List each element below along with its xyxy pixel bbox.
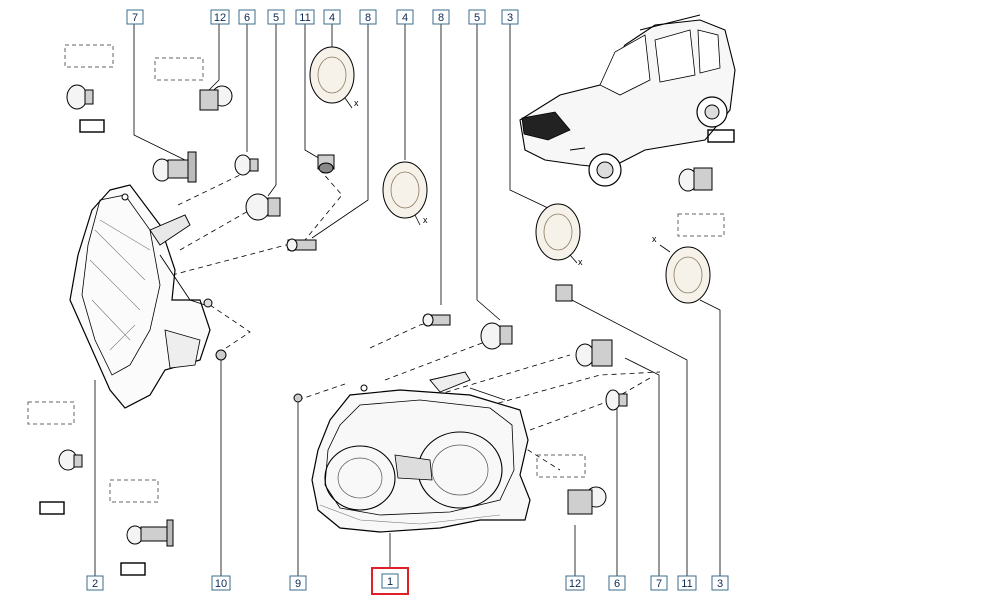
callout-label: 2: [92, 578, 98, 590]
callout-labels: 7 12 6 5 11 4 8 4 8 5 3 2 10 9 1 12: [86, 9, 729, 595]
callout-label: 12: [214, 12, 226, 24]
callout-label: 3: [507, 12, 513, 24]
bulb-h4-right: [575, 339, 613, 367]
bulb-12-bottom: [567, 486, 607, 515]
socket-8: [286, 238, 317, 252]
callout-label: 10: [215, 578, 227, 590]
bulb-py21w-5-right: [480, 322, 513, 350]
callout-label: 6: [244, 12, 250, 24]
socket-8-right: [422, 313, 451, 327]
callout-label: 7: [656, 578, 662, 590]
right-headlamp-front-view: [311, 371, 531, 533]
callout-label: 6: [614, 578, 620, 590]
highlight-frame: [371, 567, 409, 595]
lens-cover-3-right: x: [652, 234, 711, 304]
bulb-12-top: [199, 85, 233, 111]
axis-mark-x: x: [423, 215, 428, 225]
callout-label: 11: [681, 578, 692, 590]
bulb-7-top: [66, 84, 94, 110]
bulb-holder-11: [317, 154, 335, 174]
callout-label: 11: [299, 12, 310, 24]
callout-label: 9: [295, 578, 301, 590]
lens-cover-4-top: x: [309, 46, 359, 109]
placeholder-boxes: [27, 44, 725, 503]
axis-mark-x: x: [652, 234, 657, 244]
bulb-h4-car-side: [678, 167, 713, 192]
left-headlamp-rear-view: [69, 184, 213, 409]
callout-label: 8: [365, 12, 371, 24]
callout-label: 5: [273, 12, 279, 24]
axis-mark-x: x: [578, 257, 583, 267]
leader-lines: [94, 24, 721, 578]
callout-label: 3: [717, 578, 723, 590]
callout-label: 7: [132, 12, 138, 24]
bulb-holder-11-right: [555, 284, 573, 302]
bulb-h7-left-bottom: [126, 519, 174, 547]
callout-label-highlighted: 1: [387, 576, 393, 588]
bulb-w5w-6: [234, 154, 259, 176]
outline-boxes: [39, 119, 735, 576]
lens-cover-3-middle: x: [535, 203, 583, 267]
callout-label: 12: [569, 578, 581, 590]
callout-label: 4: [329, 12, 335, 24]
axis-mark-x: x: [354, 98, 359, 108]
bulb-w5w-6-right: [605, 389, 628, 411]
lens-cover-4-middle: x: [382, 161, 428, 226]
car-illustration: [519, 14, 736, 187]
screw-9: [293, 393, 303, 403]
bulb-side-left: [58, 449, 83, 471]
bulb-h4-top-left: [152, 151, 197, 183]
callout-label: 5: [474, 12, 480, 24]
callout-label: 8: [438, 12, 444, 24]
bulb-py21w-5: [245, 193, 281, 221]
callout-label: 4: [402, 12, 408, 24]
assembly-dashed-lines: [171, 169, 661, 471]
screw-10: [215, 349, 227, 361]
